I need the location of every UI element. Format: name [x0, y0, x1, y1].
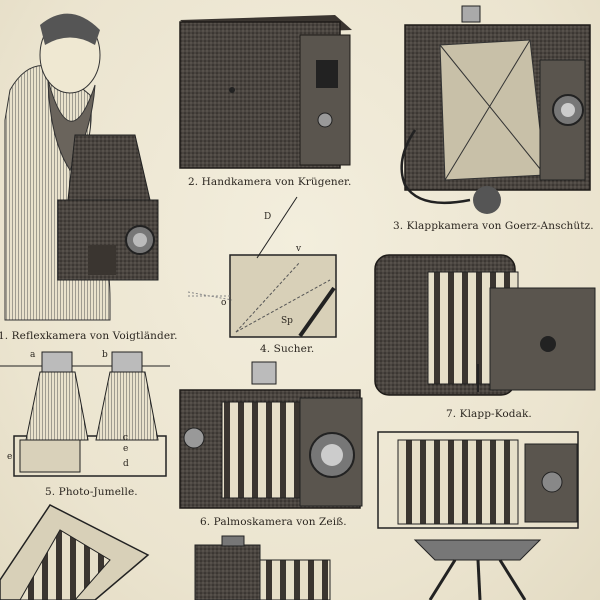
caption-hand-camera: 2. Handkamera von Krügener. — [188, 176, 352, 188]
viewfinder-label-o: o — [221, 298, 227, 308]
caption-photo-jumelle: 5. Photo-Jumelle. — [45, 486, 138, 498]
palmos-camera-figure — [179, 361, 363, 509]
folding-kodak-figure — [374, 254, 596, 396]
caption-goerz-camera: 3. Klappkamera von Goerz-Anschütz. — [393, 220, 594, 232]
folding-camera-goerz-figure — [400, 5, 591, 214]
reflex-camera-figure — [4, 13, 159, 321]
caption-reflex-camera: 1. Reflexkamera von Voigtländer. — [0, 330, 178, 342]
stand-camera-figure — [377, 431, 579, 600]
jumelle-label-b: b — [102, 350, 108, 360]
caption-palmos-camera: 6. Palmoskamera von Zeiß. — [200, 516, 347, 528]
jumelle-label-d: d — [123, 459, 129, 469]
jumelle-label-e-left: e — [7, 452, 13, 462]
viewfinder-label-d: D — [264, 212, 272, 222]
bottom-left-camera-figure — [0, 504, 150, 600]
bottom-center-camera-figure — [194, 535, 331, 600]
viewfinder-label-v: v — [296, 244, 302, 254]
jumelle-label-a: a — [30, 350, 36, 360]
hand-camera-figure — [179, 15, 352, 169]
viewfinder-diagram — [187, 196, 337, 338]
photo-jumelle-figure — [0, 351, 170, 477]
viewfinder-label-sp: Sp — [281, 316, 293, 326]
caption-viewfinder: 4. Sucher. — [260, 343, 315, 355]
caption-klapp-kodak: 7. Klapp-Kodak. — [446, 408, 532, 420]
jumelle-label-e: e — [123, 444, 129, 454]
jumelle-label-c: c — [123, 433, 129, 443]
